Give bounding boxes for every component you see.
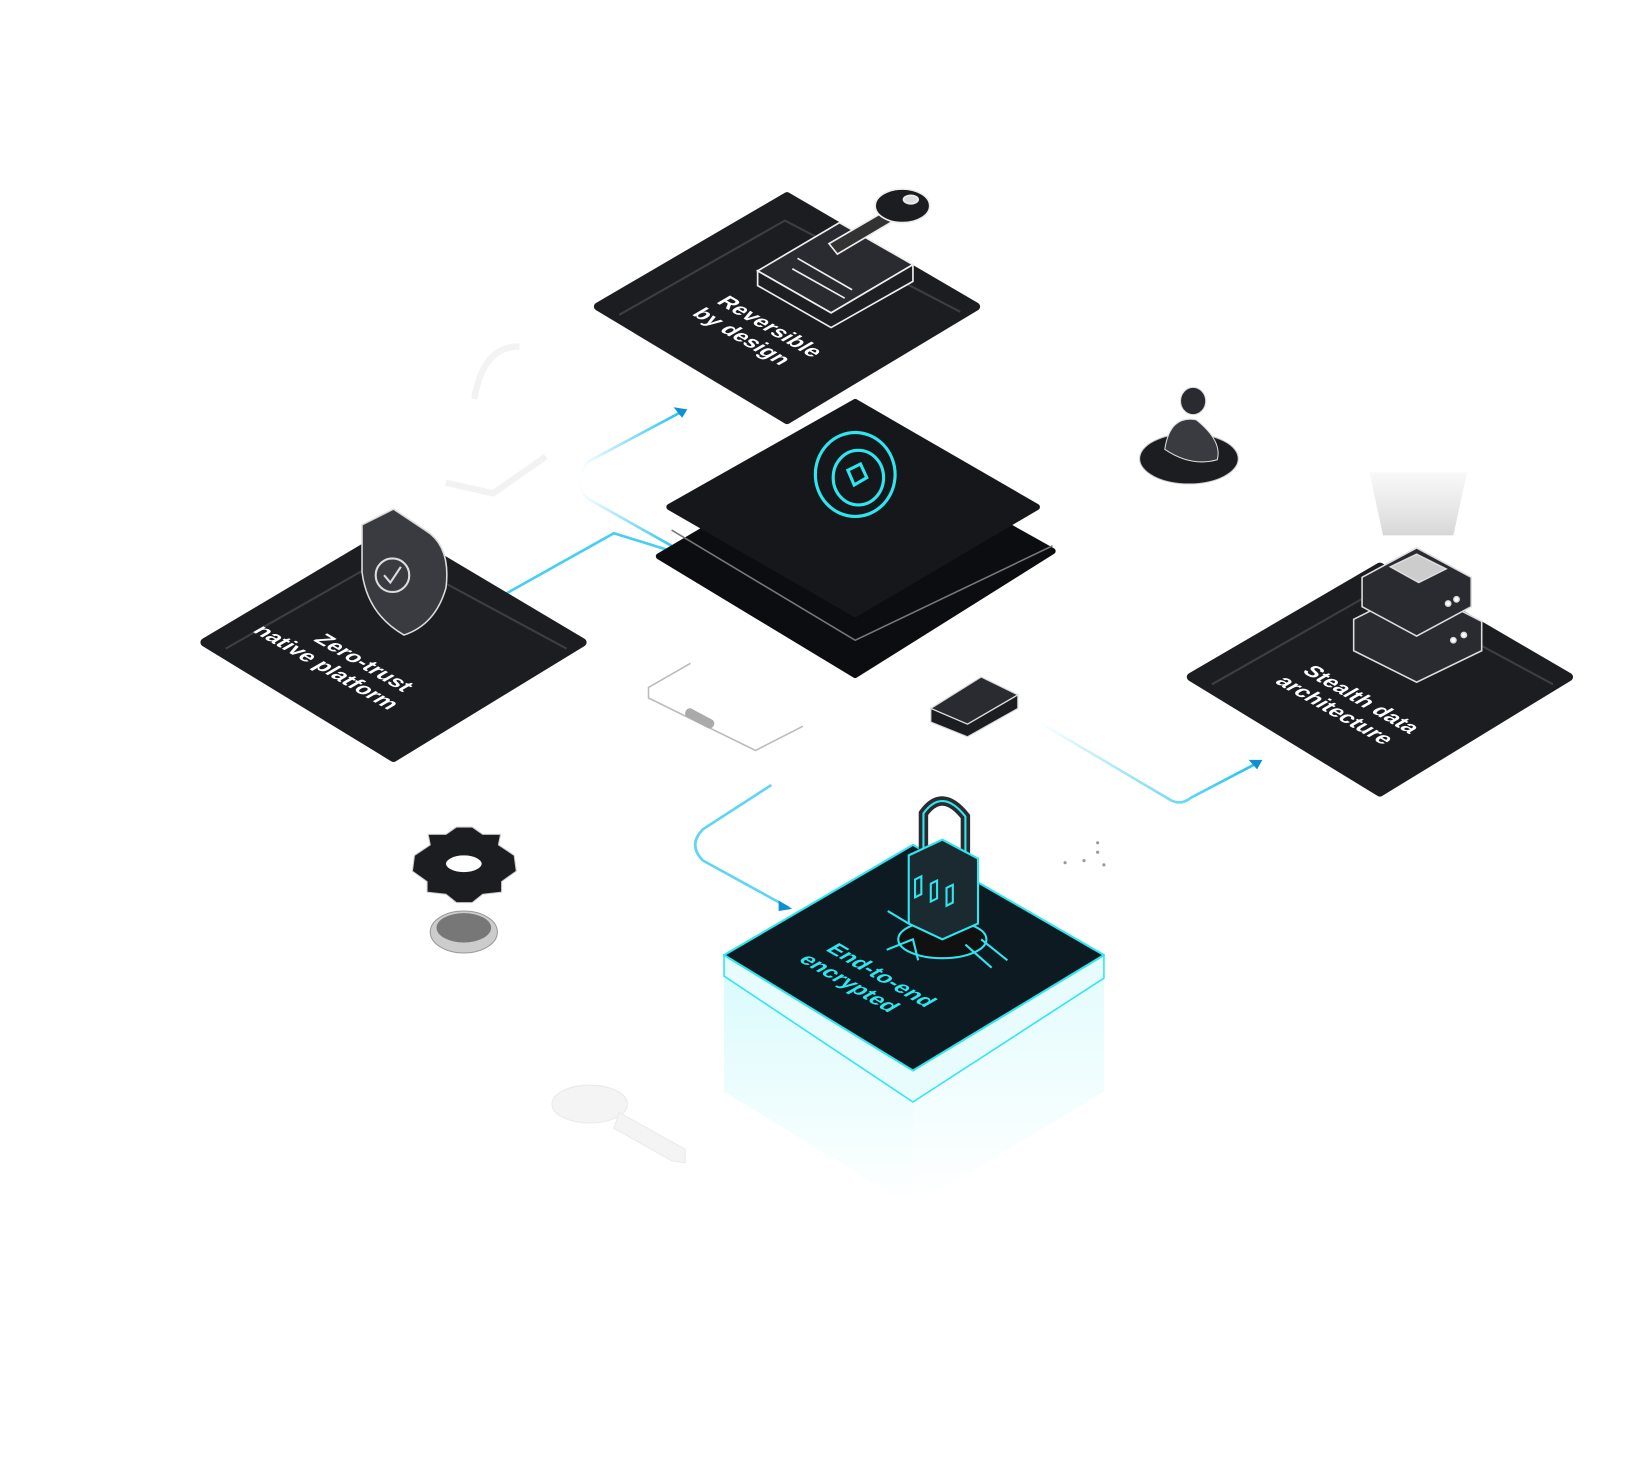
- tile-e2e: End-to-end encrypted: [723, 796, 1105, 1207]
- arrow-head: [673, 407, 688, 418]
- light-beam: [1369, 472, 1468, 536]
- connector-to-zero-trust: [482, 531, 672, 608]
- tile-zero-trust: Zero-trust native platform: [200, 508, 587, 762]
- brand-logo-icon: [813, 430, 897, 519]
- key-in-card-icon: [755, 188, 931, 329]
- cable-connector: [685, 708, 715, 729]
- padlock-icon: [886, 796, 1009, 969]
- user-icon: [1139, 386, 1239, 485]
- connector-to-reversible: [578, 410, 683, 547]
- connector-to-e2e: [693, 783, 790, 909]
- shield-check-icon: [361, 508, 448, 636]
- arrow-head: [778, 900, 793, 911]
- connector-to-stealth: [1038, 720, 1260, 804]
- ghost-key-icon: [551, 1084, 686, 1164]
- network-switch-icon: [929, 676, 1020, 738]
- ghost-padlock-icon: [445, 343, 548, 497]
- center-platform: [655, 398, 1056, 679]
- particles: [1063, 841, 1106, 867]
- cable: [647, 662, 804, 752]
- connectors: [482, 407, 1263, 911]
- gear-icon: [411, 826, 517, 954]
- server-stack-icon: [1352, 547, 1483, 684]
- tile-stealth: Stealth data architecture: [1186, 472, 1573, 797]
- tile-reversible: Reversible by design: [593, 188, 981, 425]
- arrow-head: [1248, 759, 1263, 770]
